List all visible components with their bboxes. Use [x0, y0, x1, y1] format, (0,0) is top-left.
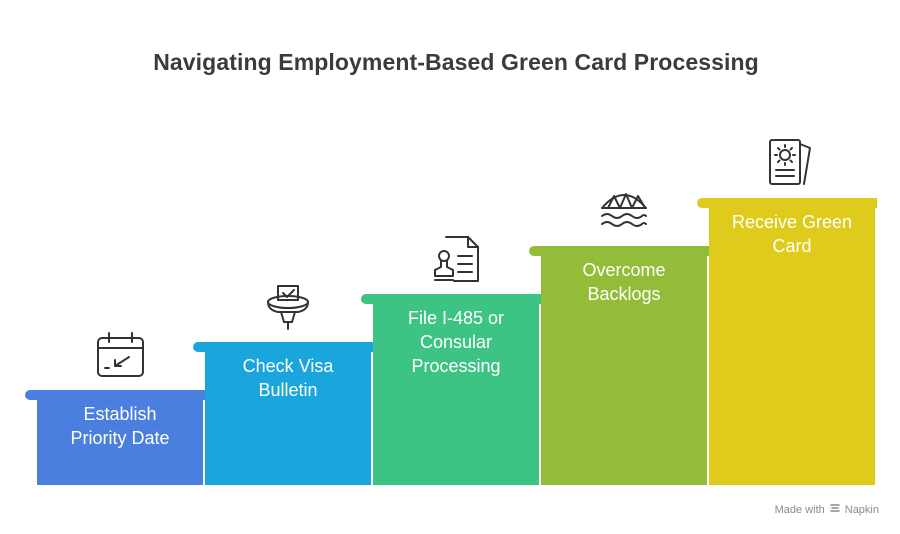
made-with-text: Made with — [774, 503, 825, 516]
napkin-brand-text: Napkin — [844, 503, 879, 516]
step-block: Overcome Backlogs — [541, 246, 707, 485]
step-block: File I-485 or Consular Processing — [373, 294, 539, 485]
step-block: Establish Priority Date — [37, 390, 203, 485]
step-label: Establish Priority Date — [70, 404, 170, 448]
document-stamp-icon — [432, 234, 482, 284]
step-label: Check Visa Bulletin — [242, 356, 334, 400]
step-label: Receive Green Card — [731, 212, 853, 256]
card-sun-icon — [766, 138, 818, 188]
ballot-box-icon — [264, 282, 312, 332]
bridge-water-icon — [598, 186, 650, 236]
calendar-icon — [95, 330, 147, 380]
step-block: Check Visa Bulletin — [205, 342, 371, 485]
step-label: File I-485 or Consular Processing — [407, 308, 505, 376]
footer-credit: Made with Napkin — [775, 502, 879, 517]
diagram-title: Navigating Employment-Based Green Card P… — [153, 49, 759, 75]
step-label: Overcome Backlogs — [582, 260, 666, 304]
napkin-logo-icon — [829, 502, 841, 517]
step-block: Receive Green Card — [709, 198, 875, 485]
